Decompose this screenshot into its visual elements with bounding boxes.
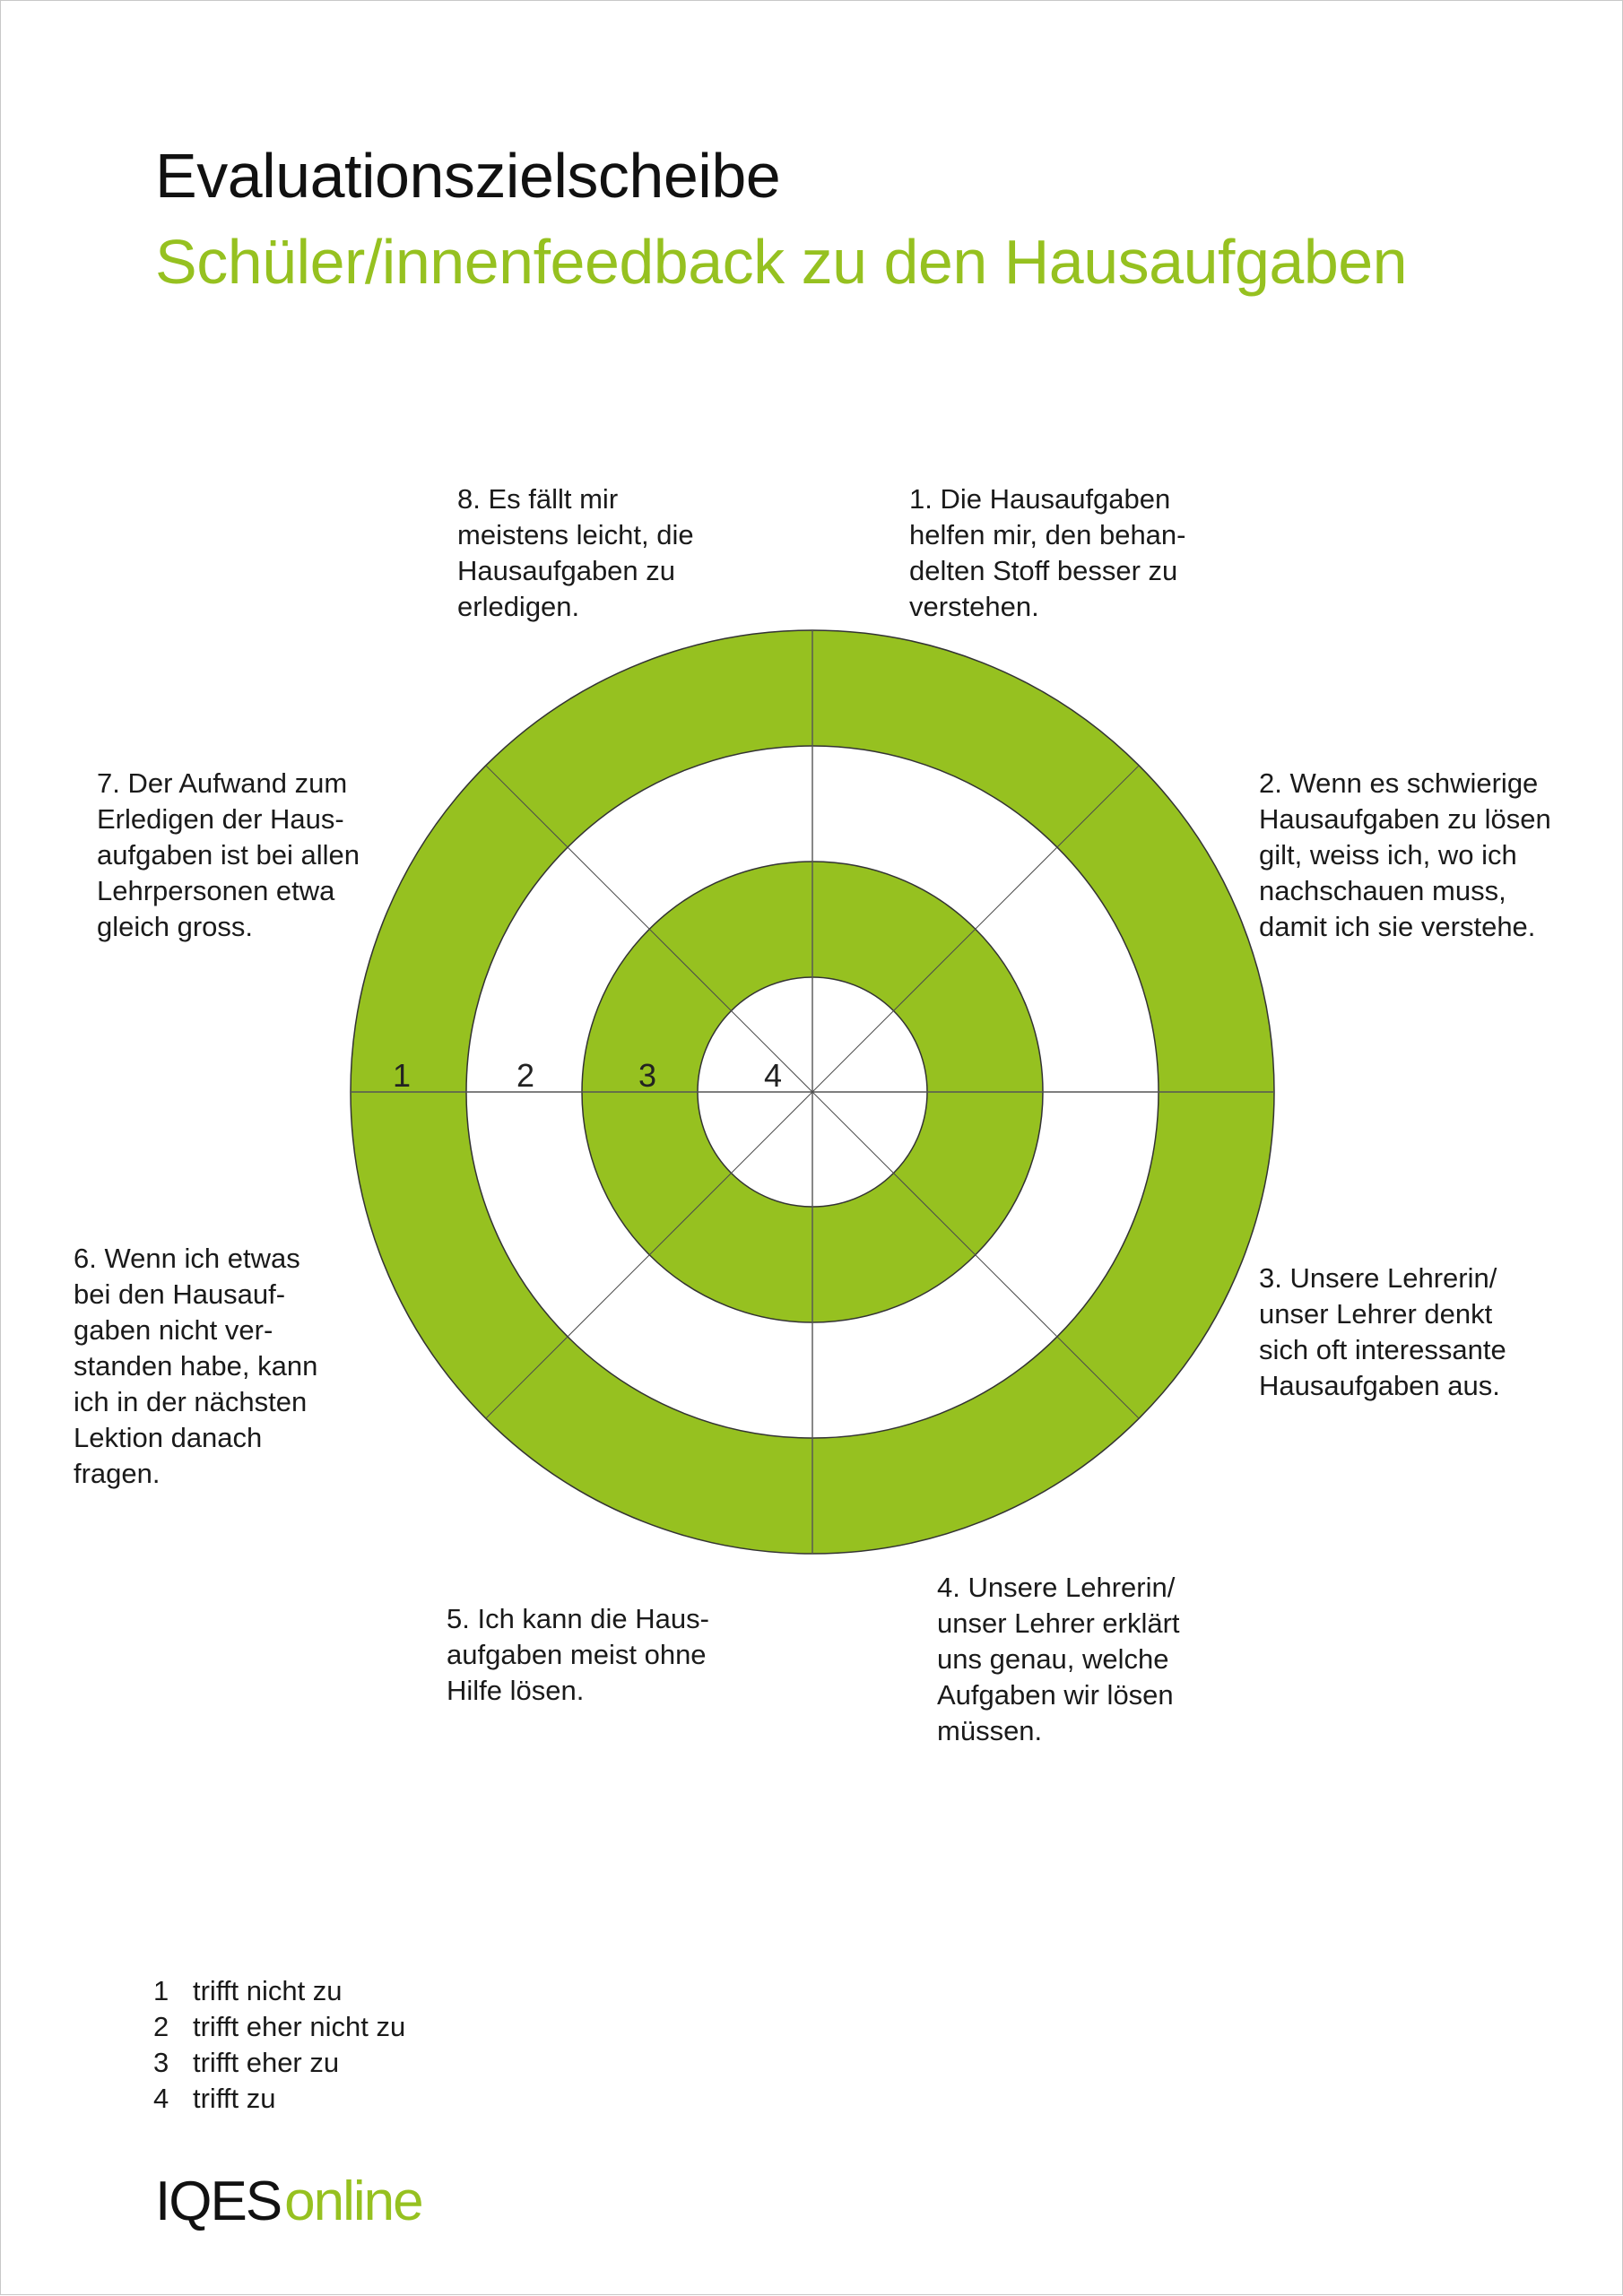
- legend-number: 1: [153, 1975, 169, 2006]
- legend-item: 4 trifft zu: [153, 2081, 405, 2117]
- legend-label: trifft eher zu: [193, 2047, 340, 2078]
- scale-label-3: 3: [638, 1057, 656, 1094]
- target-spoke: [812, 765, 1140, 1093]
- legend-label: trifft eher nicht zu: [193, 2011, 406, 2042]
- target-spoke: [485, 765, 813, 1093]
- statement-4: 4. Unsere Lehrerin/ unser Lehrer erklärt…: [937, 1572, 1180, 1746]
- target-spoke: [485, 1091, 813, 1419]
- legend-item: 1 trifft nicht zu: [153, 1973, 405, 2009]
- statement-5: 5. Ich kann die Haus- aufgaben meist ohn…: [447, 1603, 709, 1706]
- iqes-online-logo: IQES online: [155, 2170, 424, 2232]
- legend-item: 2 trifft eher nicht zu: [153, 2009, 405, 2045]
- legend: 1 trifft nicht zu 2 trifft eher nicht zu…: [153, 1973, 405, 2117]
- legend-number: 3: [153, 2047, 169, 2078]
- legend-label: trifft nicht zu: [193, 1975, 343, 2006]
- logo-part-online: online: [284, 2170, 423, 2232]
- logo-part-iqes: IQES: [155, 2170, 282, 2232]
- legend-item: 3 trifft eher zu: [153, 2045, 405, 2081]
- statement-3: 3. Unsere Lehrerin/ unser Lehrer denkt s…: [1259, 1262, 1506, 1401]
- page-subtitle: Schüler/innenfeedback zu den Hausaufgabe…: [155, 227, 1408, 297]
- legend-number: 2: [153, 2011, 169, 2042]
- target-spoke: [812, 1091, 1140, 1419]
- scale-label-2: 2: [516, 1057, 534, 1094]
- legend-label: trifft zu: [193, 2083, 276, 2114]
- statement-8: 8. Es fällt mir meistens leicht, die Hau…: [457, 483, 694, 622]
- scale-label-4: 4: [764, 1057, 782, 1094]
- legend-number: 4: [153, 2083, 169, 2114]
- statement-2: 2. Wenn es schwierige Hausaufgaben zu lö…: [1259, 767, 1551, 942]
- scale-label-1: 1: [393, 1057, 411, 1094]
- statement-1: 1. Die Hausaufgaben helfen mir, den beha…: [909, 483, 1186, 622]
- statement-6: 6. Wenn ich etwas bei den Hausauf- gaben…: [74, 1243, 318, 1489]
- page-title: Evaluationszielscheibe: [155, 141, 781, 211]
- statement-7: 7. Der Aufwand zum Erledigen der Haus- a…: [97, 767, 360, 942]
- target-spokes: [351, 630, 1274, 1554]
